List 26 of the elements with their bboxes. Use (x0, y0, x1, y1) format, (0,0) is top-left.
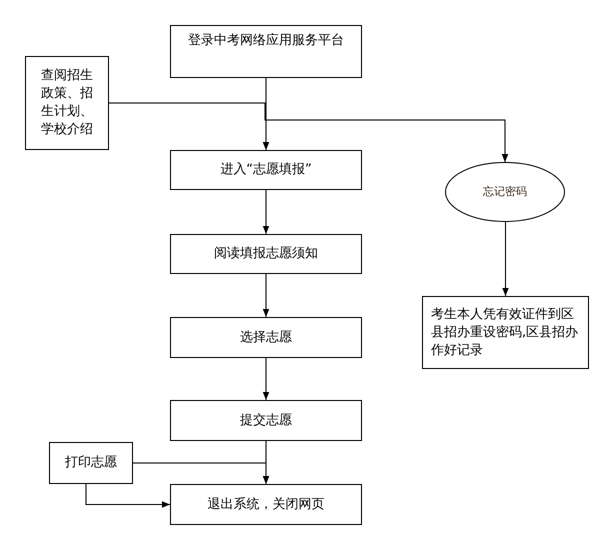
arrow (132, 462, 270, 484)
node-label: 退出系统，关闭网页 (208, 496, 324, 514)
node-label: 忘记密码 (483, 184, 527, 200)
node-label: 打印志愿 (65, 454, 117, 472)
process-box (170, 150, 362, 190)
process-box (170, 484, 362, 525)
process-box (170, 317, 362, 358)
node-label: 阅读填报志愿须知 (214, 245, 318, 263)
arrow (262, 190, 270, 234)
node-label: 登录中考网络应用服务平台 (188, 32, 344, 50)
ellipse-node (445, 162, 565, 222)
process-box (422, 296, 589, 369)
process-box (25, 56, 109, 150)
process-box (49, 442, 133, 484)
node-label: 考生本人凭有效证件到区县招办重设密码,区县招办作好记录 (431, 306, 580, 360)
arrow (262, 358, 270, 400)
node-label: 选择志愿 (240, 328, 292, 346)
node-label: 查阅招生政策、招生计划、学校介绍 (40, 67, 94, 139)
arrow (502, 222, 509, 296)
process-box (170, 234, 362, 274)
process-box (170, 400, 362, 441)
arrow (86, 484, 170, 508)
node-label: 进入“志愿填报” (220, 161, 312, 179)
node-label: 提交志愿 (240, 412, 292, 430)
arrow (262, 274, 270, 318)
process-box (170, 25, 362, 78)
